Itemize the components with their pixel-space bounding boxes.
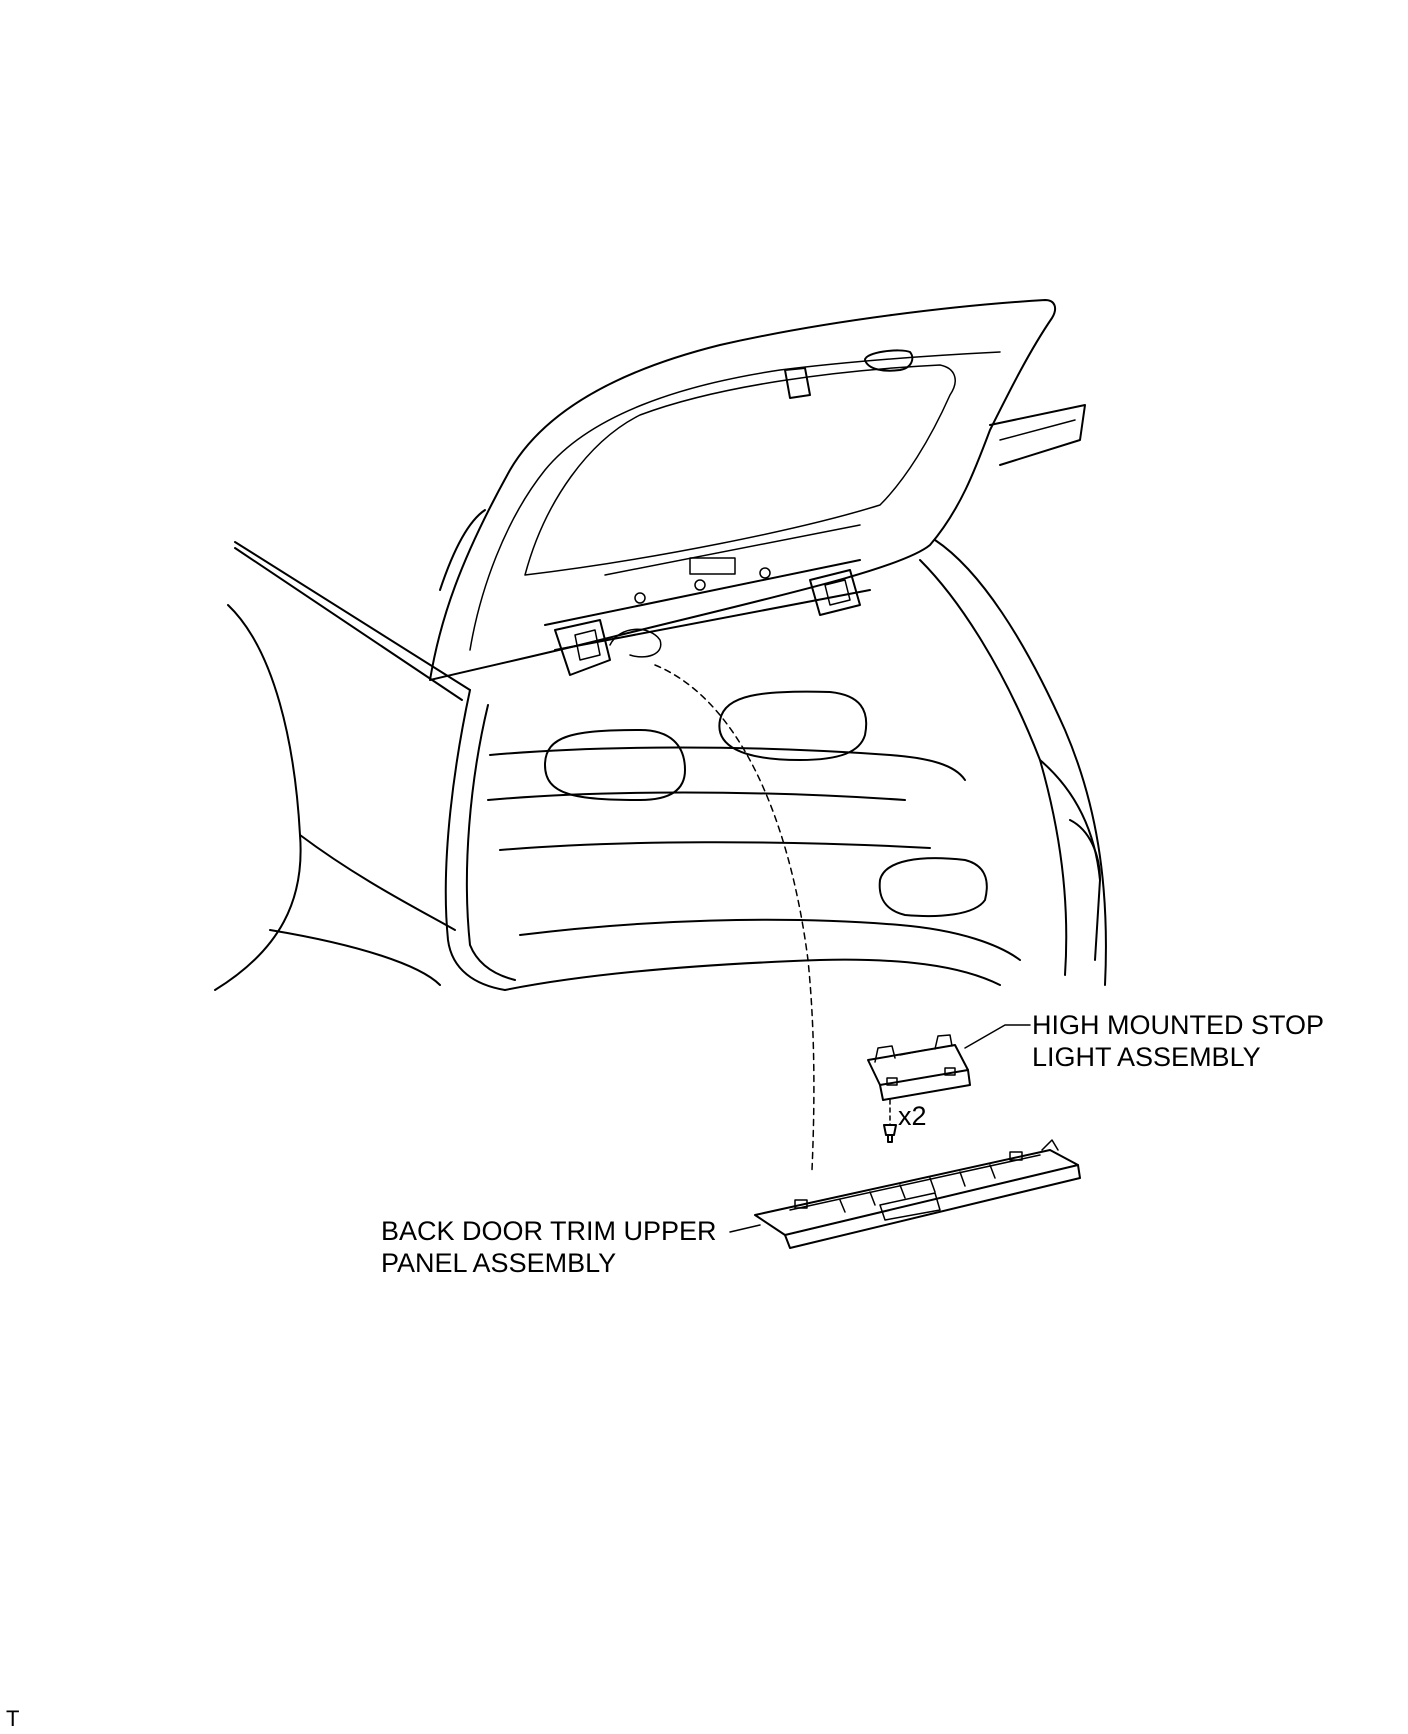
vehicle-body-drawing (214, 539, 1107, 991)
leader-trim-panel (729, 1224, 761, 1233)
stop-light-label-line2: LIGHT ASSEMBLY (1032, 1042, 1261, 1072)
trim-panel-label-line1: BACK DOOR TRIM UPPER (381, 1216, 717, 1246)
quantity-label: x2 (898, 1101, 927, 1131)
screw-drawing (883, 1099, 897, 1143)
trim-panel-label-line2: PANEL ASSEMBLY (381, 1248, 616, 1278)
installation-path-dashed (654, 664, 815, 1171)
trim-panel-drawing (754, 1139, 1081, 1249)
leader-stop-light (964, 1024, 1031, 1049)
stop-light-label-line1: HIGH MOUNTED STOP (1032, 1010, 1324, 1040)
corner-mark: T (6, 1706, 19, 1731)
stop-light-assembly-drawing (867, 1034, 971, 1101)
back-door-drawing (429, 299, 1086, 681)
